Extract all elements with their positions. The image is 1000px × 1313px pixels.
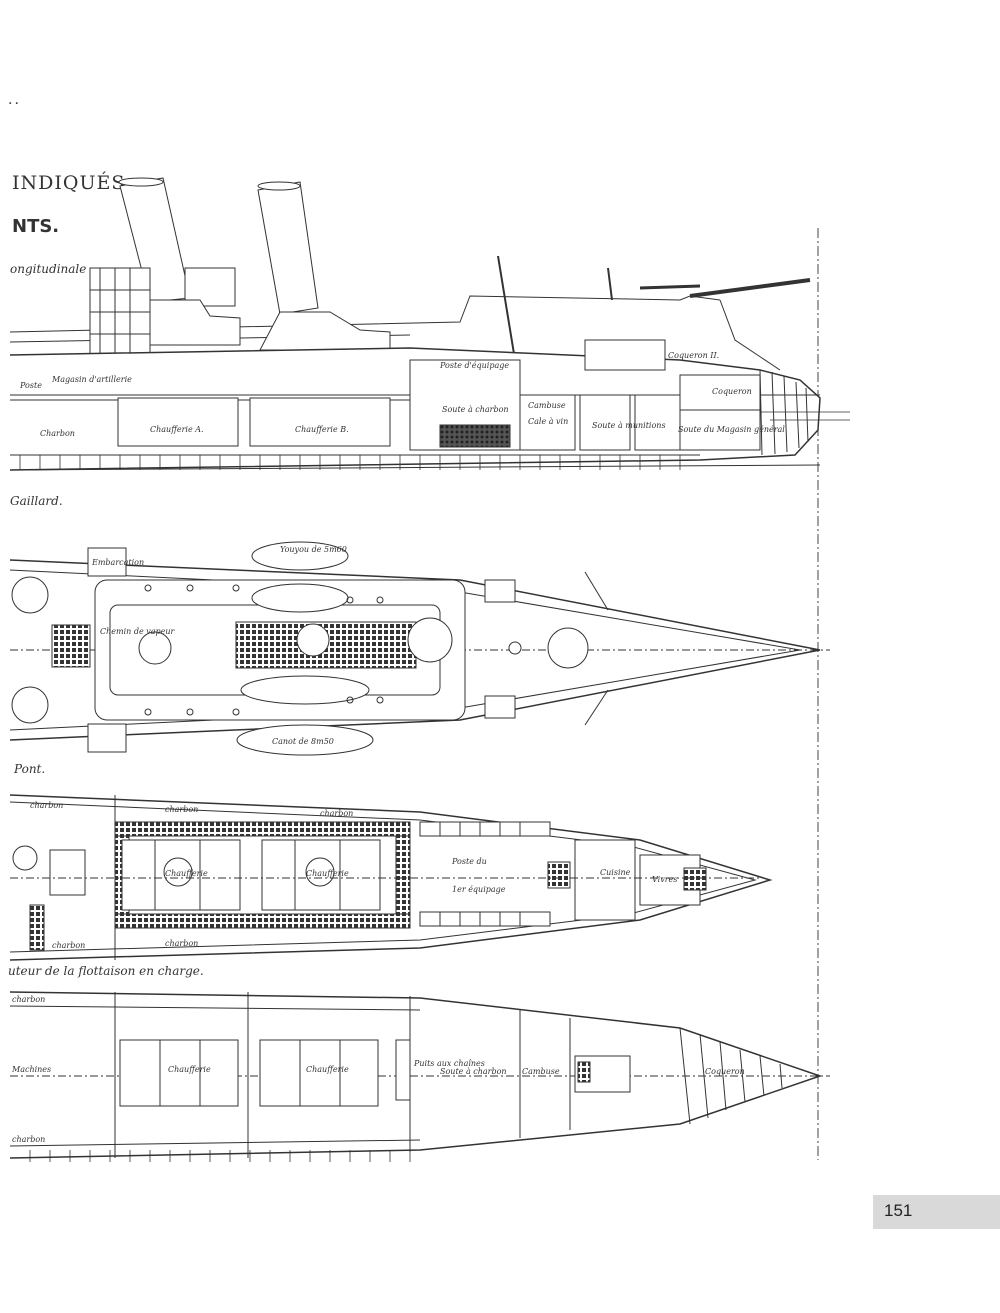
label-embarcation: Embarcation [91, 558, 144, 567]
pont-plan [9, 794, 773, 961]
label-chaufferie-b: Chaufferie B. [295, 425, 349, 434]
gaillard-plan [9, 541, 830, 756]
longitudinal-section [9, 177, 850, 471]
label-coqueron: Coqueron [712, 387, 752, 396]
label-flot-chaufferie-a: Chaufferie [168, 1065, 211, 1074]
heading-fragment-indiques: INDIQUÉS. [12, 172, 132, 194]
label-pont-charbon-1: charbon [30, 801, 63, 810]
label-flot-cambuse: Cambuse [522, 1067, 560, 1076]
label-pont-charbon-2: charbon [165, 805, 198, 814]
label-flot-puits: Puits aux chaînes [413, 1059, 485, 1068]
gaillard-labels: Youyou de 5m60 Canot de 8m50 Embarcation… [91, 545, 347, 746]
label-magasin: Magasin d'artillerie [51, 375, 132, 384]
label-flot-charbon-2: charbon [12, 1135, 45, 1144]
label-magasin-general: Soute du Magasin général [678, 425, 785, 434]
label-soute-charbon: Soute à charbon [442, 405, 509, 414]
flottaison-labels: charbon Machines charbon Chaufferie Chau… [11, 995, 745, 1144]
label-flot-coqueron: Coqueron [705, 1067, 745, 1076]
label-pont-charbon-5: charbon [165, 939, 198, 948]
flottaison-plan [9, 991, 830, 1162]
label-cuisine: Cuisine [600, 868, 631, 877]
label-youyou: Youyou de 5m60 [280, 545, 347, 554]
section-label-pont: Pont. [14, 762, 46, 776]
section-label-gaillard: Gaillard. [10, 494, 63, 508]
funnel-forward [257, 181, 319, 315]
label-vivres: Vivres [652, 875, 677, 884]
label-coqueron-ii: Coqueron II. [668, 351, 719, 360]
label-cale-vin: Cale à vin [528, 417, 568, 426]
label-flot-charbon-1: charbon [12, 995, 45, 1004]
label-canot: Canot de 8m50 [272, 737, 334, 746]
page-number: 151 [884, 1201, 913, 1220]
section-label-flottaison: uteur de la flottaison en charge. [8, 964, 204, 978]
label-poste-equipage: Poste d'équipage [439, 361, 509, 370]
label-poste: Poste [19, 381, 42, 390]
label-pont-charbon-3: charbon [320, 809, 353, 818]
label-poste-2: 1er équipage [452, 885, 506, 894]
label-pont-chaufferie-a: Chaufferie [165, 869, 208, 878]
section-label-longitudinal: ongitudinale [10, 262, 87, 276]
page-number-box [873, 1195, 1000, 1229]
label-chemin-vapeur: Chemin de vapeur [100, 627, 176, 636]
label-soute-munitions: Soute à munitions [592, 421, 666, 430]
longitudinal-labels: Poste Magasin d'artillerie Charbon Chauf… [19, 351, 785, 438]
label-flot-chaufferie-b: Chaufferie [306, 1065, 349, 1074]
label-charbon: Charbon [40, 429, 75, 438]
corner-dots: .. [8, 92, 21, 108]
label-poste-1: Poste du [451, 857, 487, 866]
label-flot-machines: Machines [11, 1065, 51, 1074]
label-pont-chaufferie-b: Chaufferie [306, 869, 349, 878]
heading-fragment-nts: NTS. [12, 216, 60, 237]
label-pont-charbon-4: charbon [52, 941, 85, 950]
label-flot-soute: Soute à charbon [440, 1067, 507, 1076]
pont-labels: charbon charbon charbon Chaufferie Chauf… [30, 801, 677, 950]
label-cambuse: Cambuse [528, 401, 566, 410]
label-chaufferie-a: Chaufferie A. [150, 425, 204, 434]
